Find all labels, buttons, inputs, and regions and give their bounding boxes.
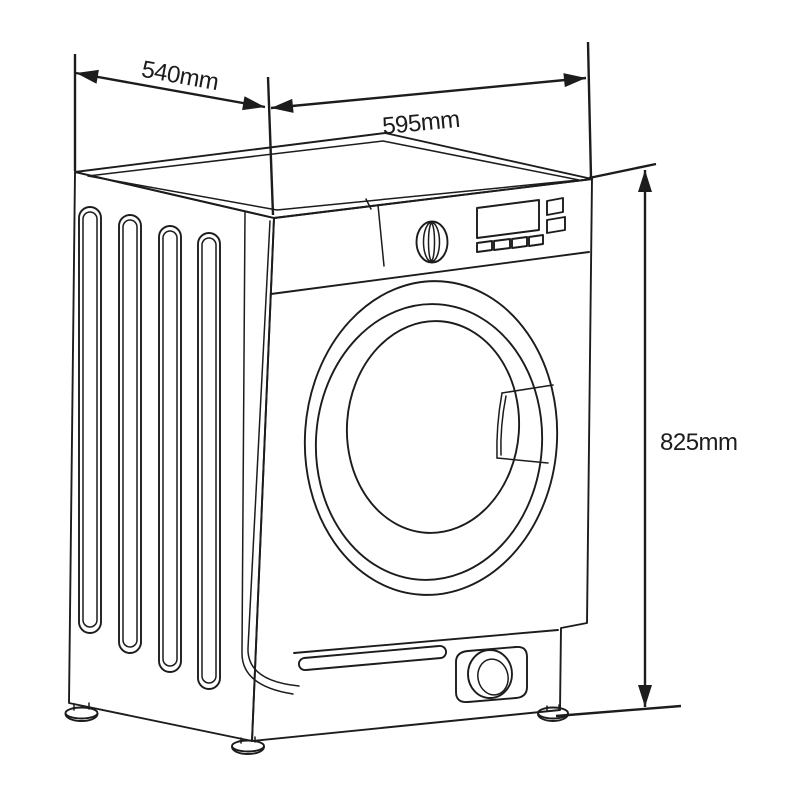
foot-disc [537,706,569,720]
panel-button [476,240,493,253]
foot-front-right [537,704,569,722]
control-panel-bottom-seam [270,251,590,295]
arrowhead-right-icon [563,73,586,88]
extension-line-middle [266,76,275,216]
door-window [345,320,521,534]
vent-slot-inner [122,219,138,648]
arrowhead-left-icon [271,98,294,113]
corner-seam [241,211,294,695]
dimension-label-540: 540mm [139,56,220,96]
control-panel [270,197,590,295]
washing-machine [64,132,593,755]
knob-outer [415,220,449,264]
dimension-label-595: 595mm [381,106,461,140]
kick-panel-seam [293,629,559,654]
top-panel [74,132,593,219]
vent-slot [158,225,182,673]
vent-slot-inner [82,211,98,628]
foot-back-left [64,702,99,722]
vent-slot-inner [162,230,178,667]
panel-button [511,236,528,249]
vent-slots [78,206,221,690]
panel-button [528,234,544,247]
filter-cap-grip [477,658,509,696]
kick-panel [293,629,559,704]
filter-cap-circle [467,649,513,699]
foot-front-left [231,736,265,755]
dimension-line-540 [75,71,266,109]
program-knob [415,220,449,264]
panel-button [546,216,566,234]
vent-slot-inner [201,237,217,684]
display [476,199,540,239]
leveling-feet [64,702,569,755]
door-handle-top-edge [501,384,554,394]
door-handle [496,384,554,464]
knob-grip-inner [427,222,436,262]
dimension-825: 825mm [555,162,738,718]
arrowhead-right-icon [242,96,265,111]
extension-line-right [586,41,593,179]
extension-line-top [588,162,657,180]
door-outer-ring [303,280,559,596]
drain-filter-cap [455,645,528,704]
dimension-595: 595mm [270,41,593,179]
filter-cap-frame [455,645,528,704]
vent-slot [197,232,221,690]
foot-base [231,746,265,755]
vent-slot [118,214,142,654]
knob-grip [422,221,441,263]
door [303,280,559,596]
extension-line-bottom [555,704,682,718]
top-panel-rim [87,140,580,211]
top-panel-seam [365,198,372,210]
cabinet [68,132,593,742]
foot-disc [64,706,99,720]
panel-button [546,197,564,216]
door-mid-ring [314,303,544,581]
foot-disc [231,739,265,753]
dimension-line-595 [270,76,587,110]
door-handle-recess-arc-inner [500,395,507,456]
door-handle-recess-arc [496,392,503,459]
dimension-label-825: 825mm [660,429,738,456]
vent-slot [78,206,102,634]
door-handle-bottom-edge [496,457,549,464]
arrowhead-up-icon [638,170,652,192]
foot-base [537,713,569,722]
handle-recess [298,645,447,671]
arrowhead-left-icon [76,69,99,84]
control-panel-left-seam [377,204,385,267]
arrowhead-down-icon [638,685,652,707]
panel-button [493,238,511,251]
corner-edge [247,220,300,687]
foot-base [64,713,99,722]
